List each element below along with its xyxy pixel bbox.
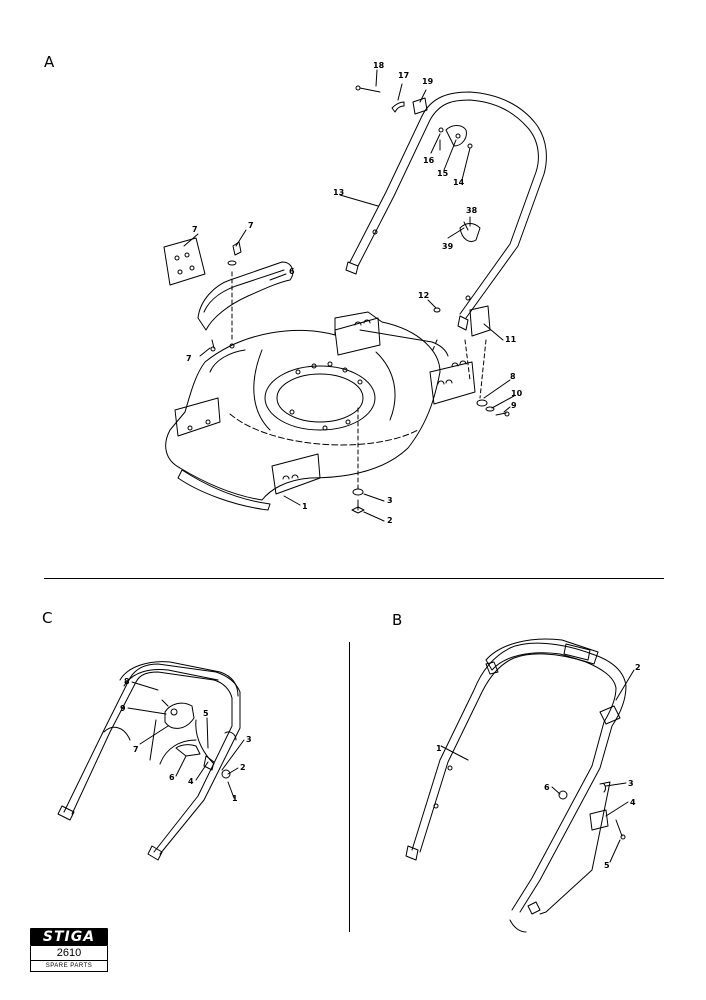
callout-leaders-c — [127, 681, 245, 799]
callout-a-14: 14 — [453, 178, 465, 187]
mower-deck-drawing — [165, 311, 476, 511]
callout-a-38: 38 — [466, 206, 478, 215]
callout-a-6: 6 — [289, 267, 295, 276]
callout-a-1: 1 — [302, 502, 308, 511]
callout-a-17: 17 — [398, 71, 409, 80]
section-label-c: C — [42, 609, 53, 627]
callout-b-5: 5 — [604, 861, 610, 870]
model-number: 2610 — [30, 946, 108, 961]
callout-c-8: 8 — [124, 677, 130, 686]
callout-a-13: 13 — [333, 188, 344, 197]
callout-c-9: 9 — [120, 704, 126, 713]
callout-a-8: 8 — [510, 372, 516, 381]
callout-c-4: 4 — [188, 777, 194, 786]
section-divider-vertical — [349, 642, 350, 932]
callout-a-16: 16 — [423, 156, 435, 165]
section-label-b: B — [392, 611, 403, 629]
callout-a-11: 11 — [505, 335, 517, 344]
callout-b-1: 1 — [436, 744, 442, 753]
callout-b-2: 2 — [635, 663, 641, 672]
callout-a-19: 19 — [422, 77, 434, 86]
callout-c-3: 3 — [246, 735, 252, 744]
logo-band: STIGA — [30, 928, 108, 946]
deck-bolt-drawing — [351, 488, 365, 514]
callout-c-5: 5 — [203, 709, 209, 718]
callout-a-15: 15 — [437, 169, 449, 178]
callout-c-6: 6 — [169, 773, 175, 782]
callouts-section-c: 8 9 7 5 3 2 1 6 4 — [120, 677, 252, 803]
handle-a-drawing — [345, 85, 547, 491]
callout-a-7-screw: 7 — [186, 354, 192, 363]
callouts-section-a: 18 17 19 16 15 14 13 38 39 7 7 6 12 11 7… — [186, 61, 523, 525]
callout-a-39: 39 — [442, 242, 454, 251]
callout-c-1: 1 — [232, 794, 238, 803]
callout-leaders-b — [440, 669, 635, 863]
callout-b-3: 3 — [628, 779, 634, 788]
section-label-a: A — [44, 53, 55, 71]
brand-name: STIGA — [42, 929, 96, 945]
callout-c-7: 7 — [133, 745, 139, 754]
callout-a-18: 18 — [373, 61, 385, 70]
callout-a-3: 3 — [387, 496, 393, 505]
handle-b-drawing — [405, 638, 627, 933]
handle-c-drawing — [57, 661, 241, 861]
callout-a-10: 10 — [511, 389, 523, 398]
callouts-section-b: 2 1 3 6 4 5 — [436, 663, 641, 870]
rear-guard-drawing — [163, 237, 294, 352]
callout-a-7-nut: 7 — [248, 221, 254, 230]
stiga-logo: STIGA 2610 SPARE PARTS — [30, 928, 108, 972]
callout-a-2: 2 — [387, 516, 393, 525]
spare-parts-label: SPARE PARTS — [30, 961, 108, 972]
section-divider-horizontal — [44, 578, 664, 579]
callout-a-9: 9 — [511, 401, 517, 410]
callout-a-12: 12 — [418, 291, 429, 300]
callout-c-2: 2 — [240, 763, 246, 772]
callout-b-4: 4 — [630, 798, 636, 807]
callout-b-6: 6 — [544, 783, 550, 792]
callout-a-7-bracket: 7 — [192, 225, 198, 234]
callout-leaders-a — [183, 69, 515, 522]
